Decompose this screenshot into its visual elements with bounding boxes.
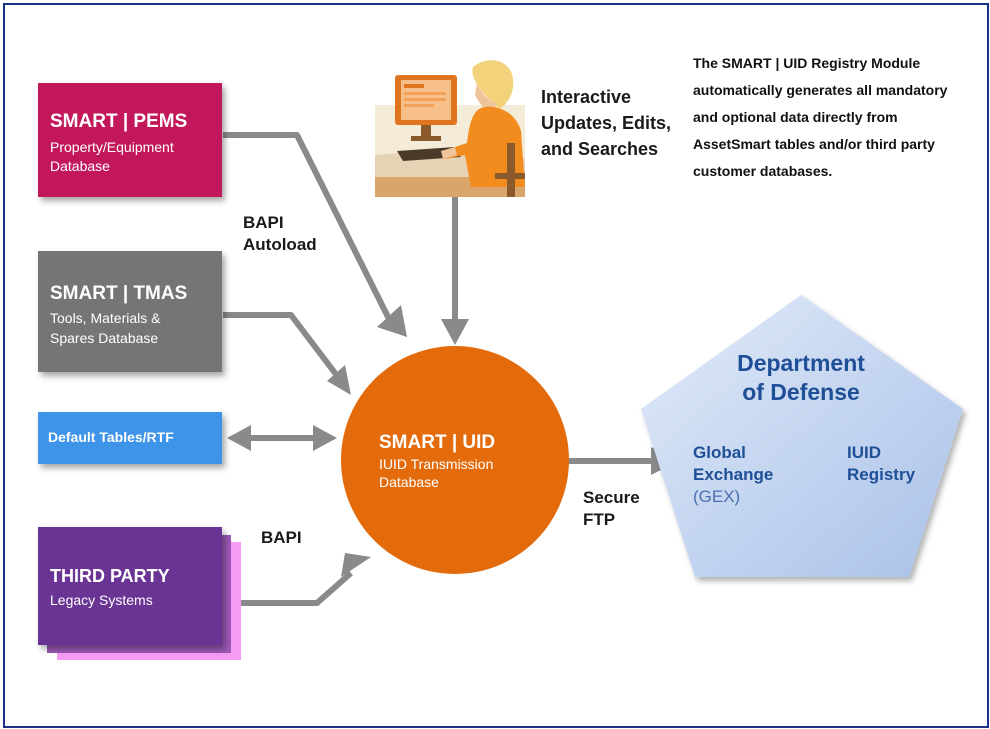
iuid-line1: IUID — [847, 443, 881, 462]
gex-text: Global Exchange (GEX) — [693, 442, 773, 508]
interactive-line2: Updates, Edits, — [541, 113, 672, 133]
pems-box: SMART | PEMS Property/Equipment Database — [38, 83, 222, 197]
iuid-registry-text: IUID Registry — [847, 442, 915, 486]
third-party-title: THIRD PARTY — [50, 566, 170, 586]
description-line1: The SMART | UID Registry Module — [693, 55, 921, 71]
secure-ftp-line2: FTP — [583, 510, 616, 529]
tmas-line1: Tools, Materials & — [50, 310, 161, 326]
bapi-label: BAPI — [261, 528, 302, 547]
secure-ftp-line1: Secure — [583, 488, 640, 507]
dod-title: Department of Defense — [711, 349, 891, 407]
uid-title: SMART | UID — [379, 432, 496, 453]
description-line5: customer databases. — [693, 163, 833, 179]
iuid-line2: Registry — [847, 465, 916, 484]
third-party-box: THIRD PARTY Legacy Systems — [38, 527, 222, 645]
arrowhead-tmas — [327, 365, 351, 395]
default-tables-box: Default Tables/RTF — [38, 412, 222, 464]
person-at-computer-illustration — [375, 60, 525, 197]
diagram-frame: SMART | PEMS Property/Equipment Database… — [3, 3, 989, 728]
arrowhead-third-party — [341, 553, 371, 577]
bapi-autoload-line1: BAPI — [243, 213, 284, 232]
description-line2: automatically generates all mandatory — [693, 82, 948, 98]
secure-ftp-label: Secure FTP — [583, 487, 640, 531]
dod-title-line1: Department — [737, 350, 865, 376]
gex-line2: Exchange — [693, 465, 774, 484]
uid-line1: IUID Transmission — [379, 456, 494, 472]
dod-title-line2: of Defense — [742, 379, 860, 405]
arrowhead-default-tables-right — [313, 425, 337, 451]
uid-circle-text: SMART | UID IUID Transmission Database — [379, 431, 495, 491]
gex-line1: Global — [693, 443, 746, 462]
arrowhead-default-tables-left — [227, 425, 251, 451]
dod-pentagon — [641, 295, 963, 577]
connector-arrows — [223, 132, 963, 606]
arrowhead-interactive — [441, 319, 469, 345]
pems-line1: Property/Equipment — [50, 139, 174, 155]
uid-circle — [341, 346, 569, 574]
uid-line2: Database — [379, 474, 439, 490]
bapi-autoload-line2: Autoload — [243, 235, 317, 254]
registry-description: The SMART | UID Registry Module automati… — [693, 50, 983, 185]
arrow-pems-to-uid — [223, 132, 396, 329]
pems-line2: Database — [50, 158, 110, 174]
gex-line3: (GEX) — [693, 487, 741, 506]
pems-title: SMART | PEMS — [50, 111, 188, 132]
arrow-third-party-to-uid — [241, 570, 353, 606]
third-party-line1: Legacy Systems — [50, 592, 153, 608]
tmas-box: SMART | TMAS Tools, Materials & Spares D… — [38, 251, 222, 372]
tmas-title: SMART | TMAS — [50, 283, 188, 304]
interactive-line1: Interactive — [541, 87, 632, 107]
description-line3: and optional data directly from — [693, 109, 898, 125]
description-line4: AssetSmart tables and/or third party — [693, 136, 935, 152]
tmas-line2: Spares Database — [50, 330, 159, 346]
arrow-tmas-to-uid — [223, 312, 341, 379]
interactive-label: Interactive Updates, Edits, and Searches — [541, 84, 671, 162]
interactive-line3: and Searches — [541, 139, 659, 159]
arrowhead-pems — [377, 305, 407, 337]
bapi-autoload-label: BAPI Autoload — [243, 212, 317, 256]
default-tables-title: Default Tables/RTF — [48, 429, 174, 445]
